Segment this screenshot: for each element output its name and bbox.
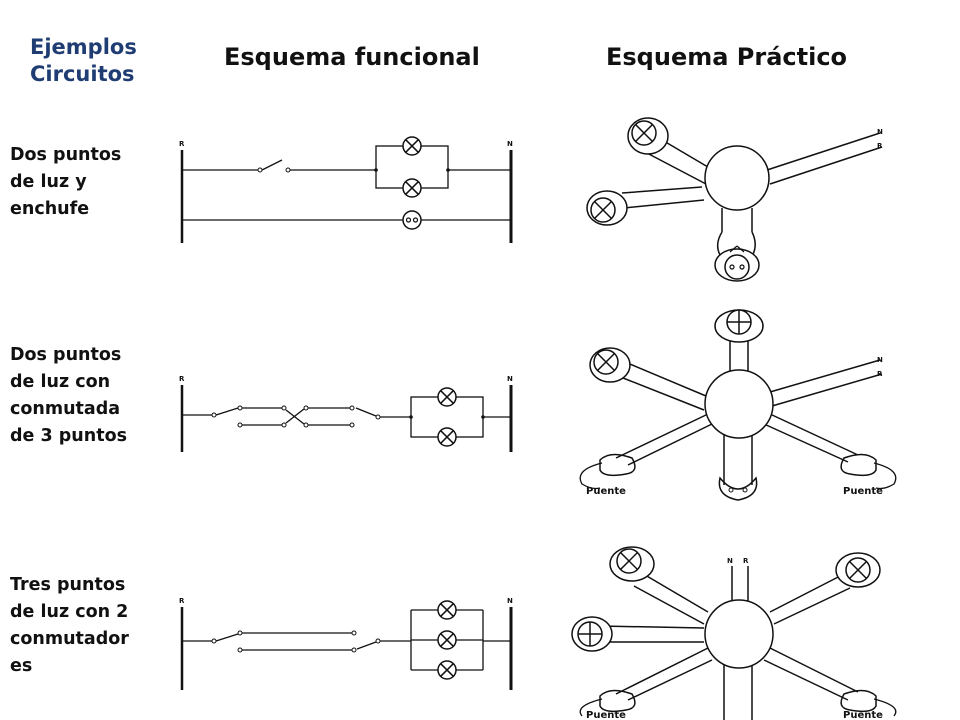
practical-diagram-1: N R xyxy=(586,117,883,282)
slide-title-line-1: Ejemplos xyxy=(30,35,137,59)
phase-label: R xyxy=(179,140,185,148)
phase-label: R xyxy=(877,142,883,150)
row-label-2-line-2: de luz con xyxy=(10,372,111,392)
functional-diagram-1: R N xyxy=(179,136,513,243)
row-label-3-line-4: es xyxy=(10,656,33,676)
slide-title-line-2: Circuitos xyxy=(30,62,135,86)
row-label-2-line-3: conmutada xyxy=(10,399,121,419)
phase-label: R xyxy=(743,557,749,565)
lamp-symbol xyxy=(593,349,619,375)
practical-scheme-heading: Esquema Práctico xyxy=(606,43,848,71)
practical-diagram-3: Puente Puente N R xyxy=(571,546,897,720)
row-label-1: Dos puntos de luz y enchufe xyxy=(10,142,160,223)
socket-symbol xyxy=(402,210,422,230)
row-label-1-line-3: enchufe xyxy=(10,199,90,219)
neutral-label: N xyxy=(877,128,883,136)
row-label-3-line-3: conmutador xyxy=(10,629,129,649)
slide-title: Ejemplos Circuitos xyxy=(30,34,137,88)
row-label-3-line-2: de luz con 2 xyxy=(10,602,129,622)
bridge-label: Puente xyxy=(843,486,883,497)
lamp-symbol xyxy=(577,621,603,647)
lamp-symbol xyxy=(437,630,457,650)
practical-diagram-2: Puente Puente N R xyxy=(579,309,897,501)
socket-symbol xyxy=(724,254,750,280)
row-label-2-line-4: de 3 puntos xyxy=(10,426,128,446)
functional-diagram-2: R N xyxy=(179,375,513,452)
junction-box xyxy=(704,599,774,669)
functional-diagram-3: R N xyxy=(179,597,513,690)
lamp-symbol xyxy=(590,197,616,223)
lamp-symbol xyxy=(616,548,642,574)
junction-box xyxy=(704,369,774,439)
row-label-2-line-1: Dos puntos xyxy=(10,345,122,365)
bridge-label: Puente xyxy=(586,486,626,497)
lamp-symbol xyxy=(726,309,752,335)
phase-label: R xyxy=(179,375,185,383)
lamp-symbol xyxy=(402,178,422,198)
neutral-label: N xyxy=(877,356,883,364)
bridge-label: Puente xyxy=(843,710,883,720)
lamp-symbol xyxy=(437,600,457,620)
lamp-symbol xyxy=(437,387,457,407)
row-label-3-line-1: Tres puntos xyxy=(10,575,126,595)
functional-scheme-heading: Esquema funcional xyxy=(224,43,480,71)
neutral-label: N xyxy=(727,557,733,565)
row-label-2: Dos puntos de luz con conmutada de 3 pun… xyxy=(10,342,160,450)
lamp-symbol xyxy=(631,120,657,146)
lamp-symbol xyxy=(437,660,457,680)
junction-box xyxy=(704,145,770,211)
neutral-label: N xyxy=(507,140,513,148)
row-label-1-line-1: Dos puntos xyxy=(10,145,122,165)
lamp-symbol xyxy=(437,427,457,447)
phase-label: R xyxy=(179,597,185,605)
lamp-symbol xyxy=(845,557,871,583)
row-label-1-line-2: de luz y xyxy=(10,172,87,192)
neutral-label: N xyxy=(507,375,513,383)
lamp-symbol xyxy=(402,136,422,156)
bridge-label: Puente xyxy=(586,710,626,720)
row-label-3: Tres puntos de luz con 2 conmutador es xyxy=(10,572,160,680)
phase-label: R xyxy=(877,370,883,378)
neutral-label: N xyxy=(507,597,513,605)
